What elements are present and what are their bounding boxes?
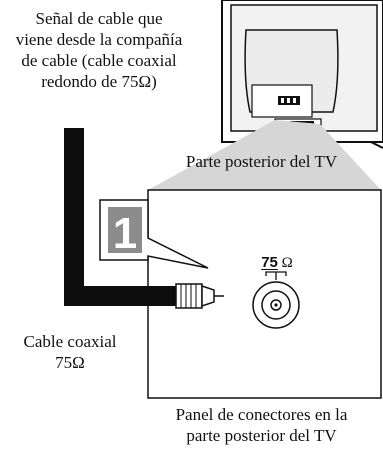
zoom-callout <box>148 120 381 190</box>
connector-value: 75 <box>261 254 278 271</box>
signal-source-line: de cable (cable coaxial <box>21 51 177 70</box>
tv-back-text: Parte posterior del TV <box>185 152 338 171</box>
coaxial-plug-icon <box>175 283 224 309</box>
connector-unit: Ω <box>281 255 293 271</box>
coaxial-cable <box>64 128 190 306</box>
signal-source-line: redondo de 75Ω) <box>41 72 157 91</box>
connector-impedance-label: 75 Ω <box>252 254 302 272</box>
signal-source-line: viene desde la compañía <box>15 30 183 49</box>
cable-line: Cable coaxial <box>23 332 117 351</box>
panel-line: parte posterior del TV <box>186 426 337 445</box>
signal-source-line: Señal de cable que <box>35 9 163 28</box>
step-number: 1 <box>113 209 137 258</box>
cable-line: 75Ω <box>55 353 85 372</box>
antenna-jack-icon <box>252 271 300 329</box>
cable-label: Cable coaxial 75Ω <box>0 331 140 373</box>
tv-rear-icon <box>221 0 383 149</box>
panel-line: Panel de conectores en la <box>175 405 348 424</box>
panel-label: Panel de conectores en la parte posterio… <box>140 404 383 446</box>
signal-source-label: Señal de cable que viene desde la compañ… <box>0 8 198 92</box>
tv-back-label: Parte posterior del TV <box>140 151 383 172</box>
step-badge: 1 <box>99 199 209 269</box>
